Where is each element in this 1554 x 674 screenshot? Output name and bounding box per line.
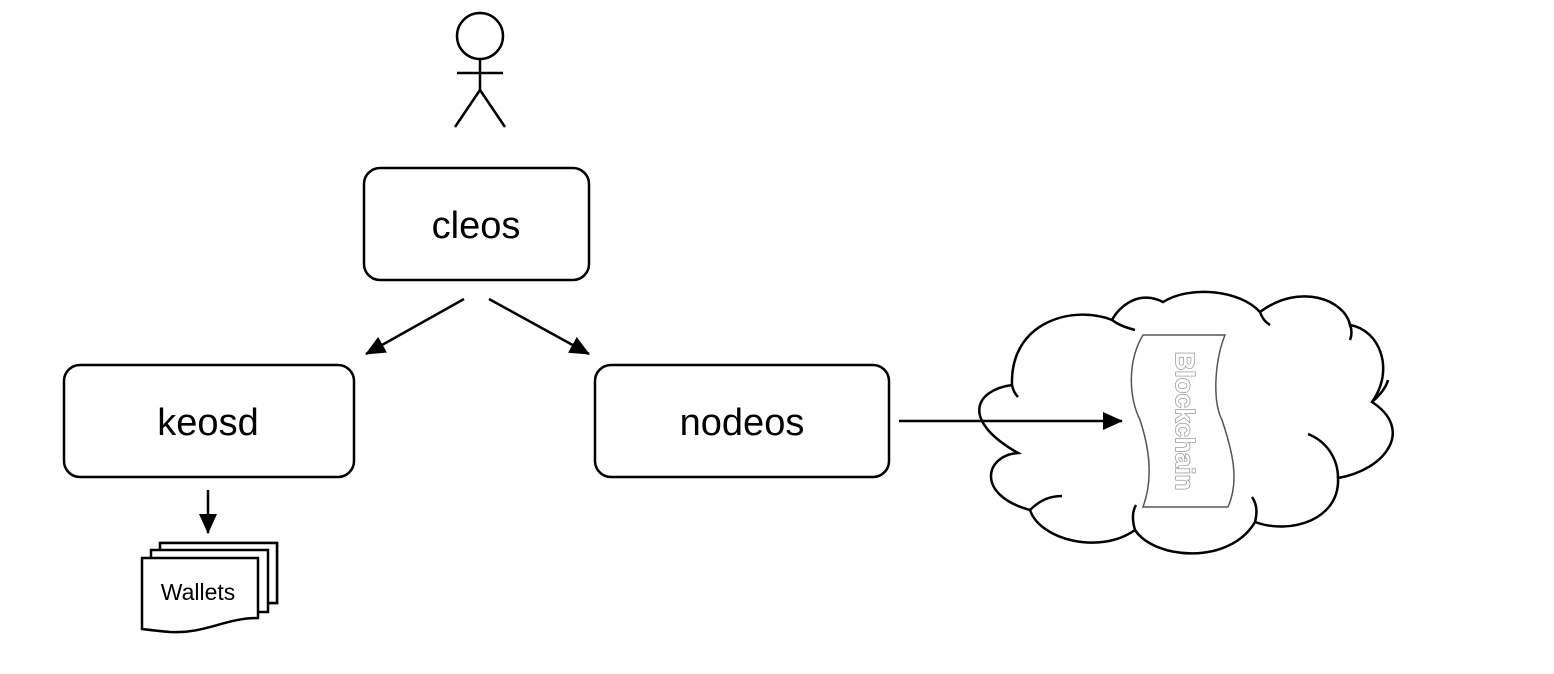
cleos-node: cleos <box>362 166 591 282</box>
blockchain-label: Blockchain <box>1170 352 1200 491</box>
cleos-label: cleos <box>432 205 521 247</box>
blockchain-scroll-icon: Blockchain <box>1130 334 1235 508</box>
wallets-document-stack-icon <box>140 541 279 634</box>
user-actor-icon <box>453 11 507 128</box>
arrow-cleos-to-keosd <box>365 297 465 356</box>
nodeos-label: nodeos <box>680 402 805 444</box>
wallets-label: Wallets <box>161 579 236 605</box>
keosd-node: keosd <box>62 363 356 479</box>
keosd-label: keosd <box>157 402 258 444</box>
nodeos-node: nodeos <box>593 363 891 479</box>
arrow-cleos-to-nodeos <box>488 297 590 356</box>
